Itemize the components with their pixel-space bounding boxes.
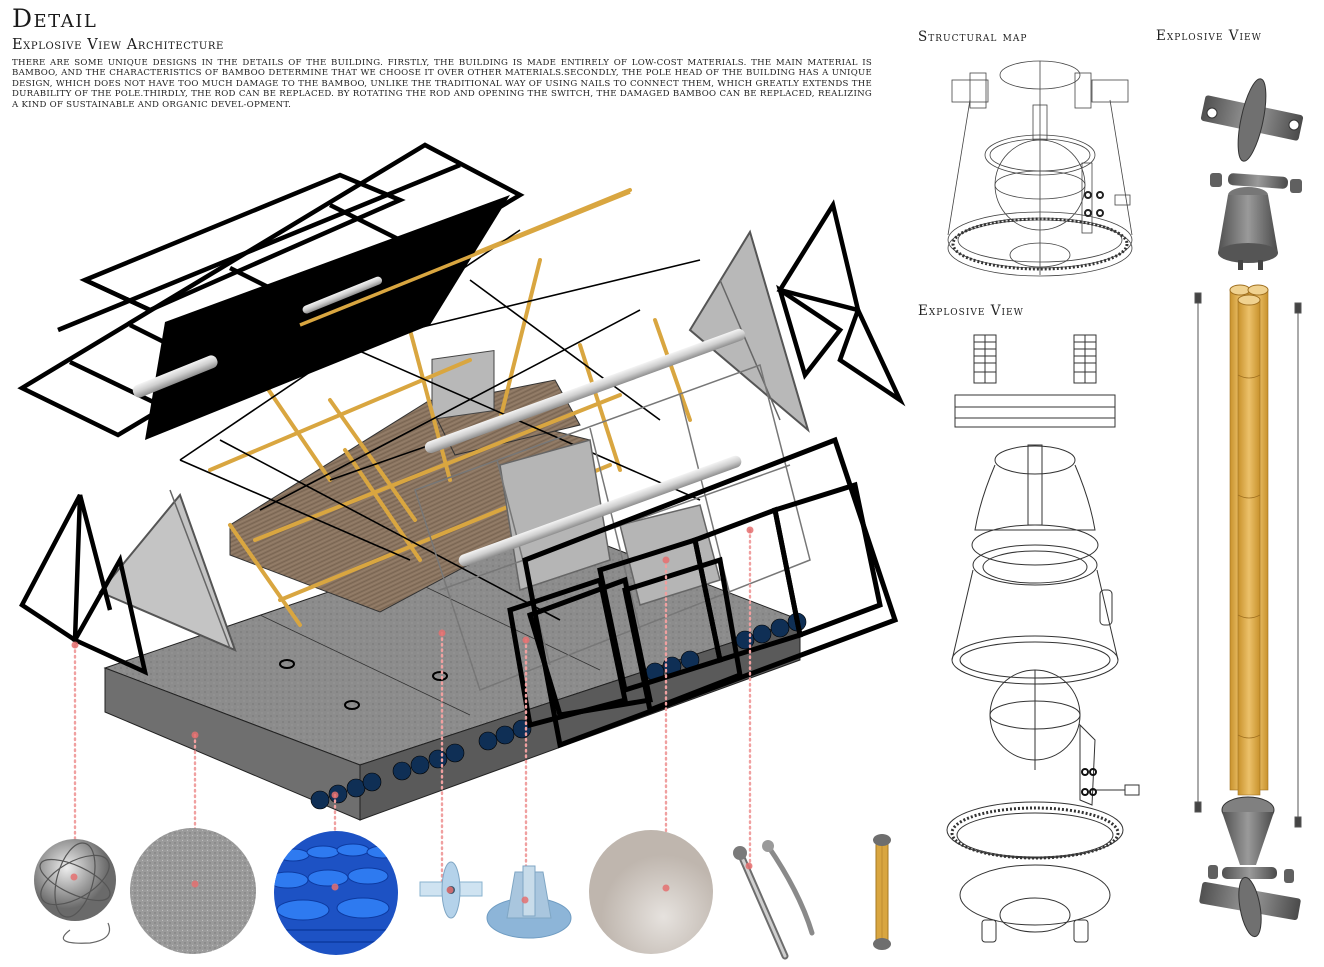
material-pole-head-cone <box>486 865 572 939</box>
material-bamboo-rod <box>873 834 891 950</box>
structural-map-label: Structural map <box>918 29 1028 45</box>
material-rope-ball <box>34 839 116 944</box>
roof-pipe <box>132 355 218 398</box>
gable-frame-left <box>19 489 237 676</box>
material-wrench <box>733 840 815 960</box>
top-cross-joint <box>1200 78 1304 193</box>
material-concrete <box>130 828 256 954</box>
material-fabric <box>589 830 713 954</box>
gable-frame-right <box>688 199 906 433</box>
structural-map-drawing <box>947 60 1133 277</box>
bottom-cross-joint <box>1199 876 1301 938</box>
page-title: Detail <box>12 4 98 33</box>
explosive-view-wireframe <box>946 334 1140 943</box>
glazed-wall-panel <box>414 328 811 691</box>
bamboo-bundle <box>1229 284 1269 796</box>
page-subtitle: Explosive View Architecture <box>12 37 224 53</box>
material-cross-joint <box>419 861 483 919</box>
description-text: There are some unique designs in the det… <box>12 58 872 110</box>
roof-membrane <box>145 195 510 440</box>
front-facade-grid <box>507 436 899 749</box>
explosive-view-mid-label: Explosive View <box>918 303 1024 319</box>
material-blue-barrels <box>274 831 398 955</box>
explosive-view-right-label: Explosive View <box>1156 28 1262 44</box>
explosive-view-shaded <box>1194 78 1304 938</box>
bottom-cone <box>1208 796 1294 883</box>
tension-cables <box>1194 292 1302 828</box>
main-exploded-drawing <box>17 142 906 897</box>
top-cone <box>1218 187 1278 270</box>
